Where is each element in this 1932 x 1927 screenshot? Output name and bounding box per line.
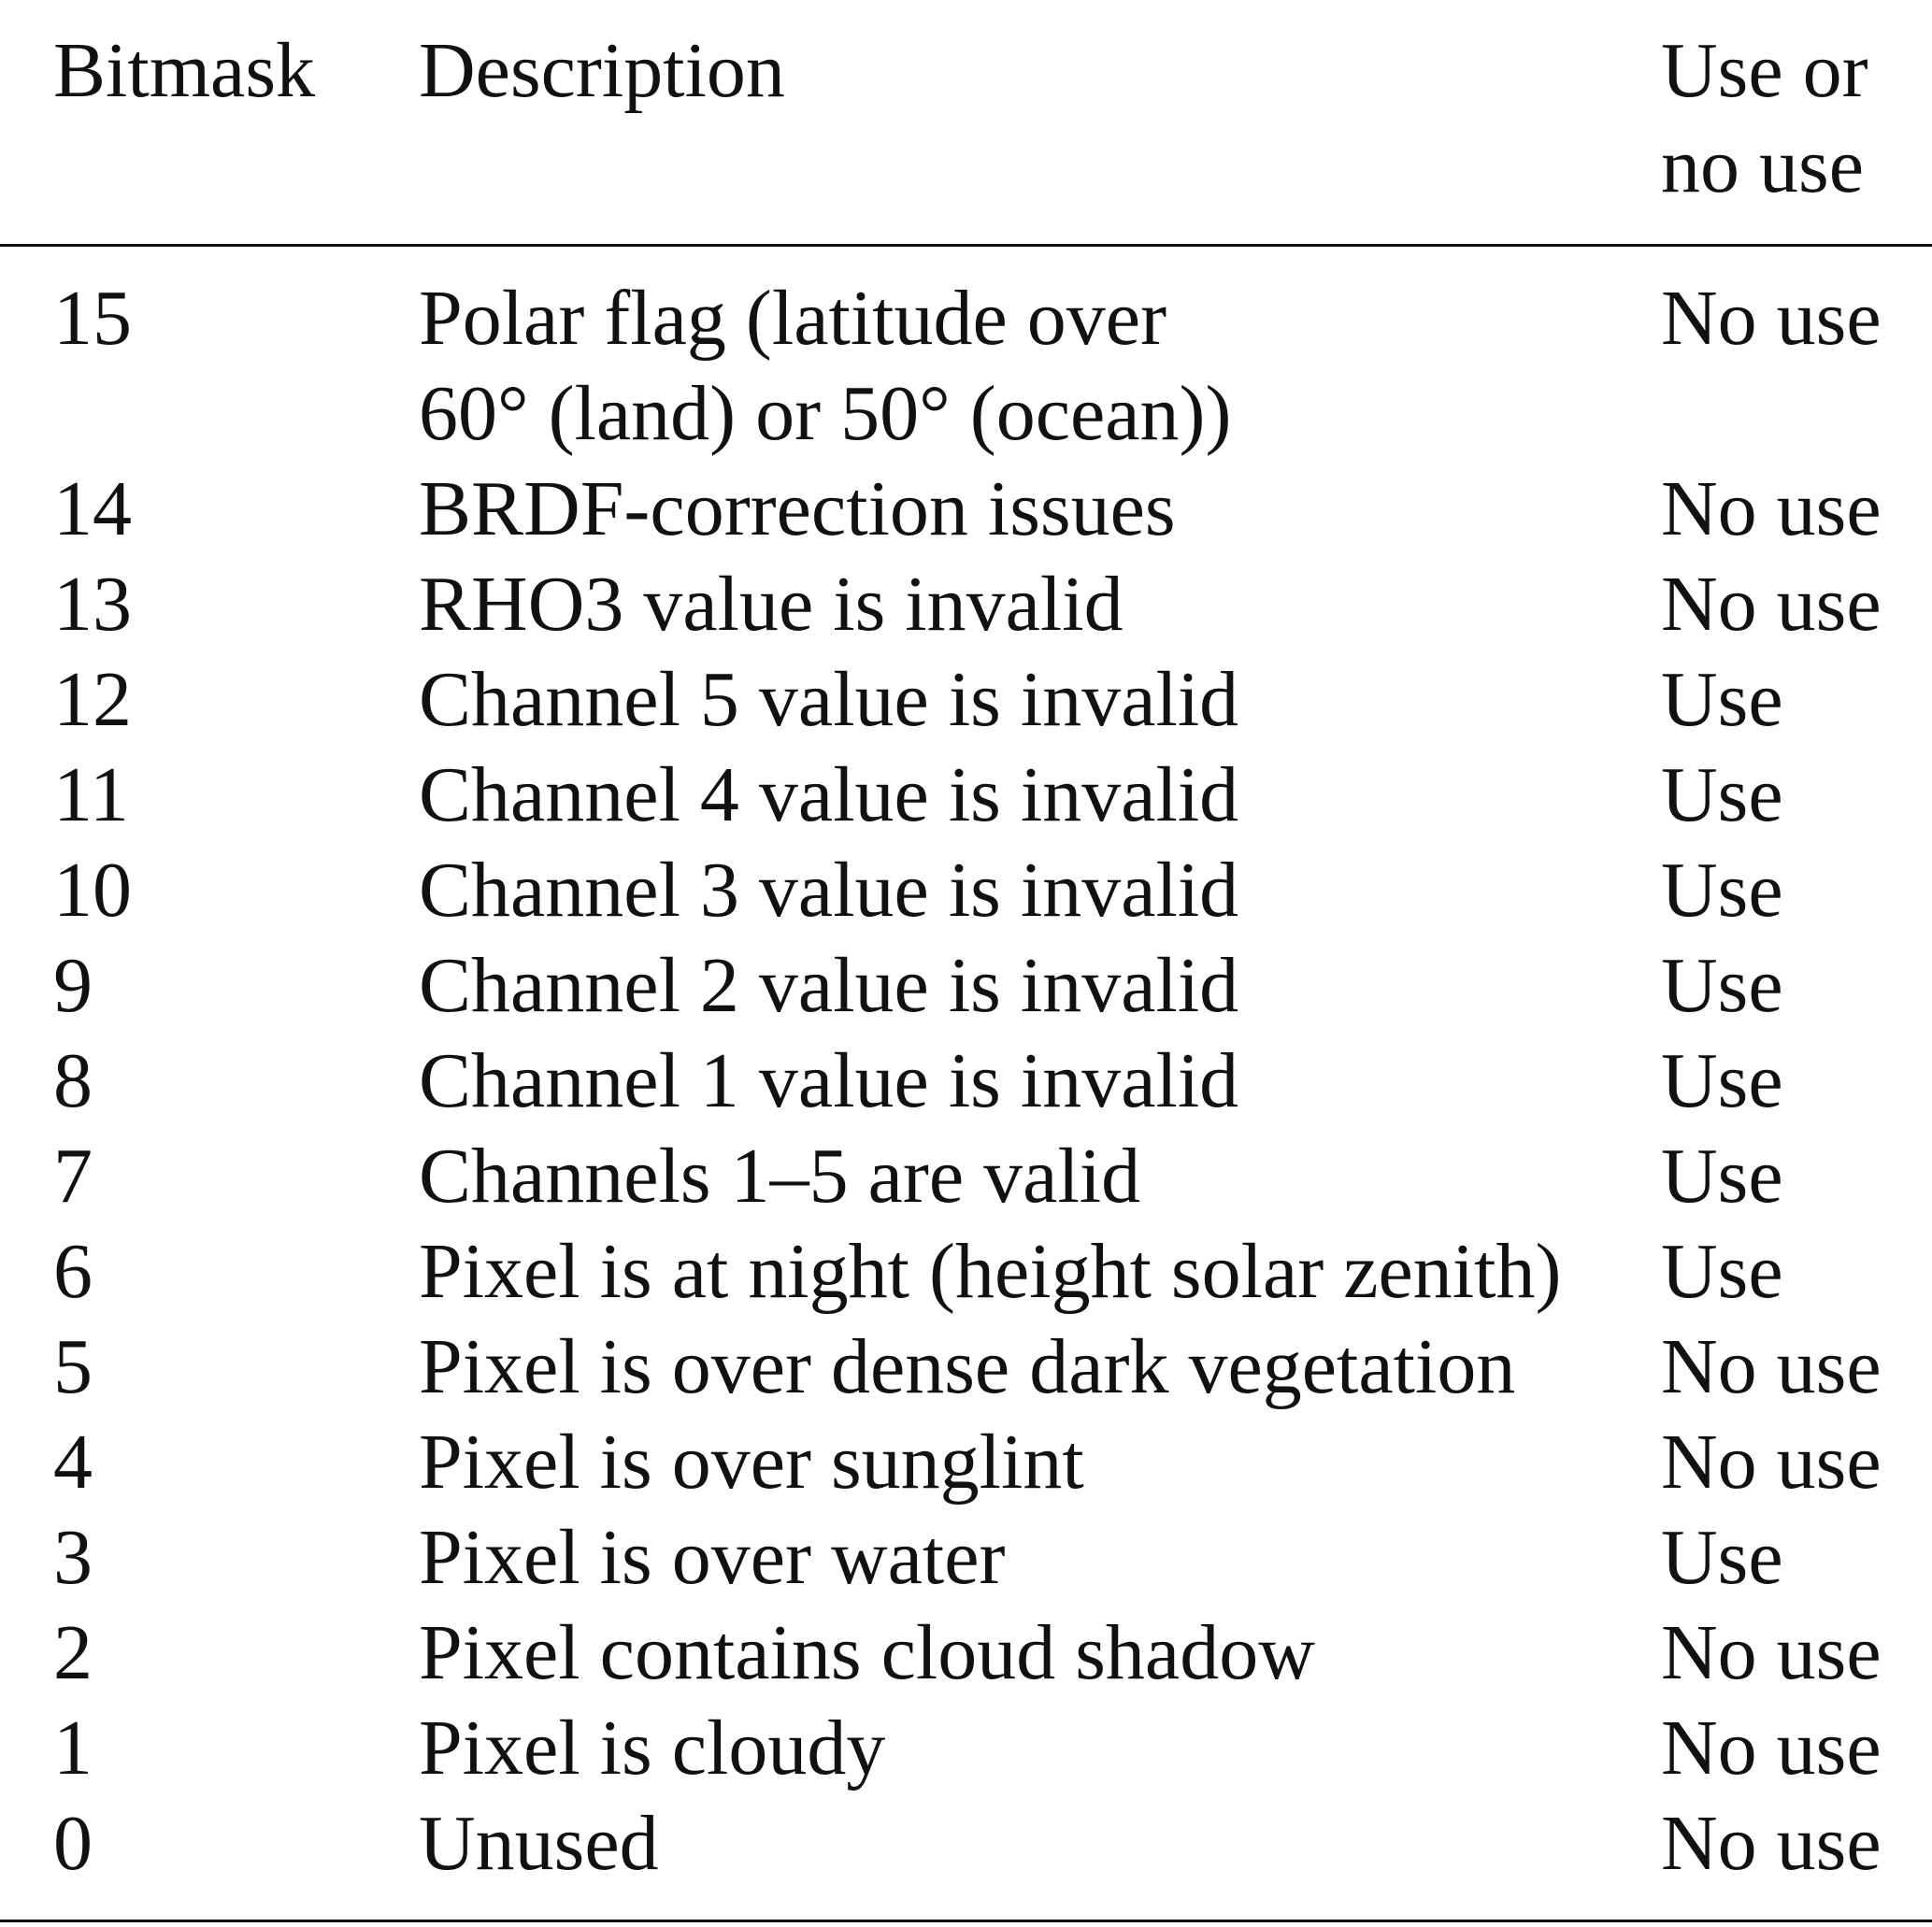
use-cell: No use bbox=[1661, 275, 1882, 362]
table-row: 15 Polar flag (latitude over 60° (land) o… bbox=[0, 271, 1932, 462]
description-cell: Pixel is over sunglint bbox=[419, 1419, 1084, 1506]
bitmask-cell: 4 bbox=[53, 1419, 93, 1506]
table-row: 10 Channel 3 value is invalid Use bbox=[0, 843, 1932, 938]
bitmask-cell: 6 bbox=[53, 1228, 93, 1315]
description-cell: BRDF-correction issues bbox=[419, 465, 1176, 552]
bitmask-cell: 7 bbox=[53, 1133, 93, 1220]
header-description: Description bbox=[419, 27, 785, 114]
description-cell: Channel 3 value is invalid bbox=[419, 847, 1239, 934]
description-cell: Pixel is cloudy bbox=[419, 1705, 886, 1791]
use-cell: Use bbox=[1661, 751, 1783, 838]
description-cell: Channel 5 value is invalid bbox=[419, 656, 1239, 743]
bitmask-cell: 15 bbox=[53, 275, 132, 362]
use-cell: No use bbox=[1661, 1705, 1882, 1791]
bitmask-cell: 8 bbox=[53, 1037, 93, 1124]
use-cell: No use bbox=[1661, 1323, 1882, 1410]
use-cell: No use bbox=[1661, 465, 1882, 552]
bitmask-cell: 11 bbox=[53, 751, 129, 838]
table-row: 14 BRDF-correction issues No use bbox=[0, 462, 1932, 557]
table-row: 6 Pixel is at night (height solar zenith)… bbox=[0, 1224, 1932, 1320]
bottom-rule bbox=[0, 1920, 1932, 1922]
use-cell: No use bbox=[1661, 561, 1882, 648]
table-header: Bitmask Description Use or no use bbox=[0, 23, 1932, 214]
table-row: 2 Pixel contains cloud shadow No use bbox=[0, 1606, 1932, 1701]
table-row: 1 Pixel is cloudy No use bbox=[0, 1701, 1932, 1796]
table-row: 13 RHO3 value is invalid No use bbox=[0, 557, 1932, 652]
description-cell: Pixel is at night (height solar zenith) bbox=[419, 1228, 1562, 1315]
table-row: 8 Channel 1 value is invalid Use bbox=[0, 1034, 1932, 1129]
description-cell: Polar flag (latitude over 60° (land) or … bbox=[419, 275, 1232, 457]
use-cell: Use bbox=[1661, 1514, 1783, 1601]
bitmask-cell: 1 bbox=[53, 1705, 93, 1791]
bitmask-cell: 9 bbox=[53, 942, 93, 1029]
table-row: 3 Pixel is over water Use bbox=[0, 1510, 1932, 1606]
table-row: 11 Channel 4 value is invalid Use bbox=[0, 748, 1932, 843]
use-cell: Use bbox=[1661, 656, 1783, 743]
description-cell: Channel 1 value is invalid bbox=[419, 1037, 1239, 1124]
table-row: 7 Channels 1–5 are valid Use bbox=[0, 1129, 1932, 1224]
table-row: 0 Unused No use bbox=[0, 1796, 1932, 1891]
description-cell: Pixel is over dense dark vegetation bbox=[419, 1323, 1516, 1410]
bitmask-cell: 10 bbox=[53, 847, 132, 934]
bitmask-cell: 13 bbox=[53, 561, 132, 648]
use-cell: Use bbox=[1661, 847, 1783, 934]
bitmask-cell: 3 bbox=[53, 1514, 93, 1601]
description-cell: Unused bbox=[419, 1800, 659, 1887]
table-row: 4 Pixel is over sunglint No use bbox=[0, 1415, 1932, 1510]
table-row: 12 Channel 5 value is invalid Use bbox=[0, 652, 1932, 748]
header-bitmask: Bitmask bbox=[53, 27, 316, 114]
table-row: 9 Channel 2 value is invalid Use bbox=[0, 938, 1932, 1034]
description-cell: Channels 1–5 are valid bbox=[419, 1133, 1141, 1220]
use-cell: Use bbox=[1661, 942, 1783, 1029]
bitmask-cell: 12 bbox=[53, 656, 132, 743]
bitmask-cell: 2 bbox=[53, 1609, 93, 1696]
header-use: Use or no use bbox=[1661, 27, 1868, 209]
header-rule bbox=[0, 244, 1932, 247]
use-cell: Use bbox=[1661, 1133, 1783, 1220]
bitmask-cell: 0 bbox=[53, 1800, 93, 1887]
description-cell: Channel 4 value is invalid bbox=[419, 751, 1239, 838]
bitmask-cell: 5 bbox=[53, 1323, 93, 1410]
use-cell: No use bbox=[1661, 1800, 1882, 1887]
use-cell: Use bbox=[1661, 1037, 1783, 1124]
description-cell: Channel 2 value is invalid bbox=[419, 942, 1239, 1029]
use-cell: No use bbox=[1661, 1609, 1882, 1696]
description-cell: RHO3 value is invalid bbox=[419, 561, 1123, 648]
use-cell: No use bbox=[1661, 1419, 1882, 1506]
description-cell: Pixel is over water bbox=[419, 1514, 1006, 1601]
bitmask-cell: 14 bbox=[53, 465, 132, 552]
table-row: 5 Pixel is over dense dark vegetation No u… bbox=[0, 1320, 1932, 1415]
description-cell: Pixel contains cloud shadow bbox=[419, 1609, 1315, 1696]
use-cell: Use bbox=[1661, 1228, 1783, 1315]
